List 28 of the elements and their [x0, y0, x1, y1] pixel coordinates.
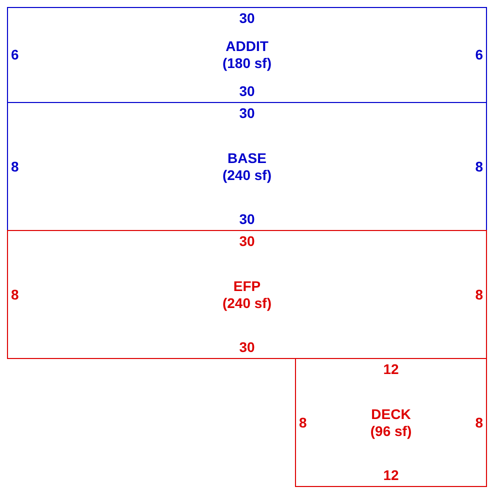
dimension-label: 30	[239, 105, 255, 121]
dimension-label: 12	[383, 361, 399, 377]
dimension-label: 8	[299, 414, 307, 430]
dimension-label: 8	[475, 286, 483, 302]
dimension-label: 8	[475, 158, 483, 174]
dimension-label: 8	[11, 286, 19, 302]
area-size: (96 sf)	[370, 422, 412, 440]
dimension-label: 30	[239, 339, 255, 355]
area-box	[7, 230, 487, 359]
area-name: BASE	[228, 150, 266, 166]
area-name: ADDIT	[226, 38, 268, 55]
area-box	[295, 358, 487, 487]
area-size: (240 sf)	[222, 294, 272, 312]
area-name: EFP	[233, 278, 261, 294]
dimension-label: 30	[239, 233, 255, 249]
dimension-label: 8	[11, 158, 19, 174]
dimension-label: 30	[239, 10, 255, 26]
area-size: (240 sf)	[222, 166, 272, 184]
dimension-label: 30	[239, 83, 255, 99]
dimension-label: 6	[475, 46, 483, 62]
area-box	[7, 102, 487, 231]
area-size: (180 sf)	[222, 55, 272, 72]
dimension-label: 30	[239, 211, 255, 227]
area-name: DECK	[371, 406, 411, 422]
area-box	[7, 7, 487, 103]
dimension-label: 6	[11, 46, 19, 62]
dimension-label: 8	[475, 414, 483, 430]
dimension-label: 12	[383, 467, 399, 483]
